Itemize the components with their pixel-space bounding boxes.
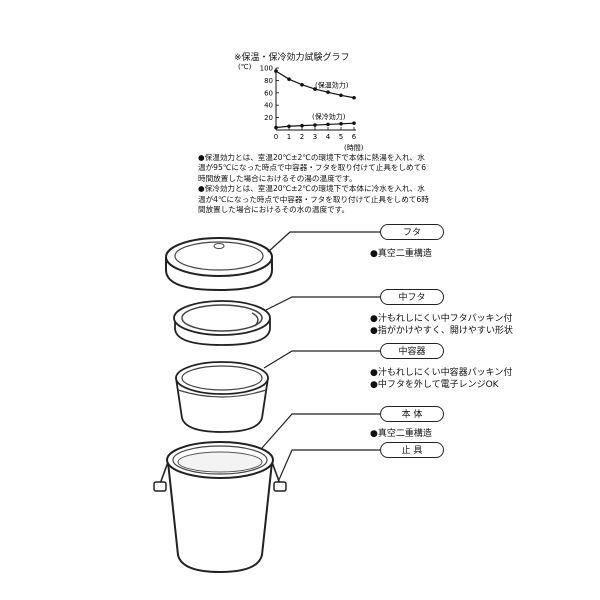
part-label-inner-lid: 中フタ xyxy=(380,289,444,305)
part-label-main-body: 本 体 xyxy=(380,406,444,422)
part-desc-inner-container-line-1: ●汁もれしにくい中容器パッキン付 xyxy=(370,368,513,378)
y-tick-label: 20 xyxy=(264,114,273,122)
cold-retention-point xyxy=(287,124,291,129)
x-tick-label: 5 xyxy=(339,133,343,141)
part-label-lid: フタ xyxy=(380,224,444,240)
cold-retention-point xyxy=(274,125,278,130)
cold-retention-point xyxy=(326,122,330,127)
y-tick-label: 100 xyxy=(260,65,273,73)
inner-lid-illustration xyxy=(173,300,271,346)
part-label-inner-container: 中容器 xyxy=(380,343,444,359)
part-desc-lid-line: ●真空二重構造 xyxy=(370,249,432,259)
lid-illustration xyxy=(165,237,273,292)
part-desc-inner-lid-line-2: ●指がかけやすく、開けやすい形状 xyxy=(370,326,513,336)
heat-retention-point xyxy=(300,82,304,87)
leader-lines xyxy=(261,231,380,483)
y-unit-label: (℃) xyxy=(238,63,252,71)
note-heat-retention: ●保温効力とは、室温20℃±2℃の環境下で本体に熱湯を入れ、水温が95℃になった… xyxy=(198,153,427,183)
heat-retention-label: (保温効力) xyxy=(315,81,349,90)
part-desc-inner-container: ●汁もれしにくい中容器パッキン付 ●中フタを外して電子レンジOK xyxy=(370,367,512,391)
clamp-illustration xyxy=(153,461,287,492)
notes: ●保温効力とは、室温20℃±2℃の環境下で本体に熱湯を入れ、水温が95℃になった… xyxy=(198,153,430,215)
cold-retention-point xyxy=(339,122,343,126)
y-tick-label: 60 xyxy=(264,89,273,97)
heat-retention-point xyxy=(313,87,317,91)
y-tick-label: 80 xyxy=(264,77,273,85)
part-desc-inner-lid: ●汁もれしにくい中フタパッキン付 ●指がかけやすく、開けやすい形状 xyxy=(370,313,513,337)
heat-retention-point xyxy=(326,90,330,94)
heat-retention-point xyxy=(352,95,356,100)
note-cold-retention: ●保冷効力とは、室温20℃±2℃の環境下で本体に冷水を入れ、水温が4℃になった時… xyxy=(198,184,429,215)
inner-container-illustration xyxy=(175,361,269,433)
part-desc-lid: ●真空二重構造 xyxy=(370,248,432,260)
x-tick-label: 0 xyxy=(274,133,278,141)
part-label-clamp: 止 具 xyxy=(380,442,444,458)
part-desc-inner-container-line-2: ●中フタを外して電子レンジOK xyxy=(370,380,499,390)
part-desc-main-body: ●真空二重構造 xyxy=(370,428,432,440)
x-tick-label: 4 xyxy=(326,133,331,141)
x-tick-label: 6 xyxy=(352,133,357,141)
heat-retention-point xyxy=(339,93,343,98)
x-tick-label: 2 xyxy=(300,133,304,141)
heat-retention-point xyxy=(287,77,291,81)
cold-retention-point xyxy=(313,123,317,127)
chart-title: ※保温・保冷効力試験グラフ xyxy=(234,53,350,63)
x-tick-label: 1 xyxy=(287,133,291,141)
main-body-illustration xyxy=(166,441,274,574)
part-desc-main-body-line: ●真空二重構造 xyxy=(370,429,432,439)
cold-retention-point xyxy=(352,121,356,125)
cold-retention-point xyxy=(300,123,304,128)
heat-retention-point xyxy=(274,69,278,73)
y-tick-label: 40 xyxy=(264,102,273,110)
x-unit-label: (時間) xyxy=(344,144,364,152)
x-tick-label: 3 xyxy=(313,133,317,141)
part-desc-inner-lid-line-1: ●汁もれしにくい中フタパッキン付 xyxy=(370,314,513,324)
cold-retention-label: (保冷効力) xyxy=(312,112,346,121)
